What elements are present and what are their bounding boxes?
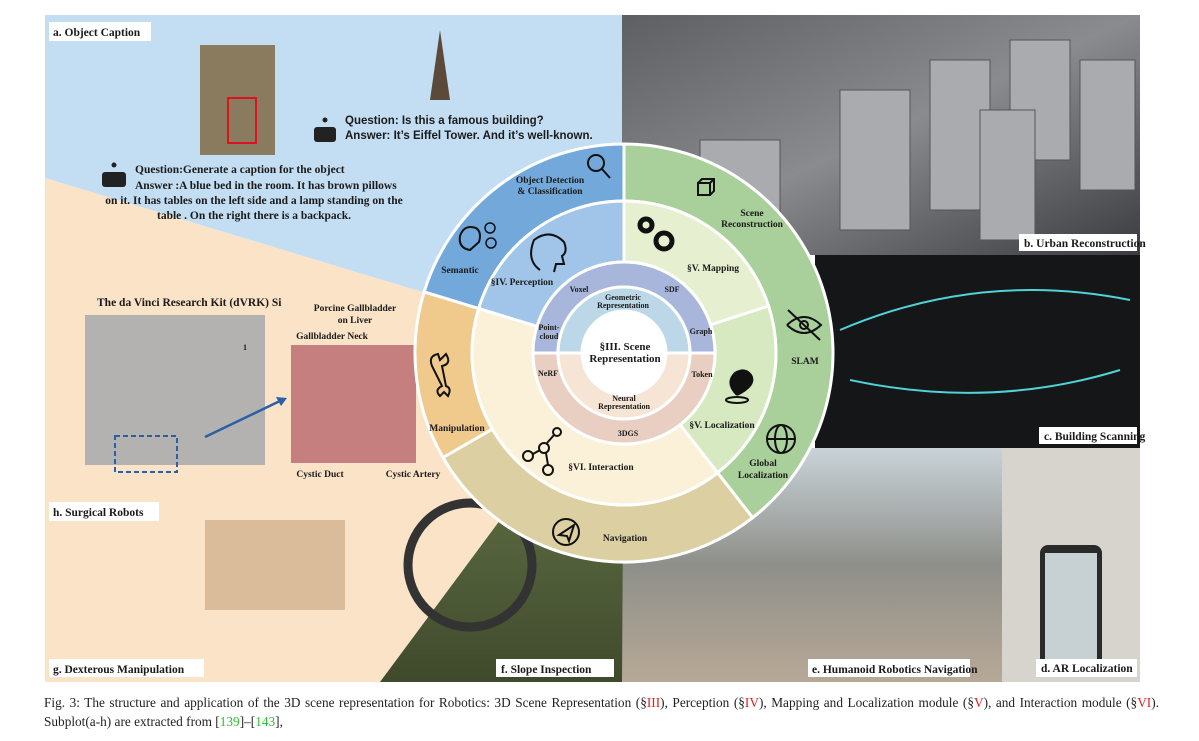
panel-g-label: g. Dexterous Manipulation	[53, 664, 185, 676]
citation-link[interactable]: 139	[219, 714, 240, 729]
label-sdf: SDF	[664, 285, 679, 294]
label-slam: SLAM	[791, 357, 818, 367]
caption-text: ), and Interaction module (§	[983, 695, 1138, 710]
label-scene-reconstruction-2: Reconstruction	[721, 220, 783, 230]
caption-text: ), Mapping and Localization module (§	[758, 695, 974, 710]
drone-guard	[403, 498, 537, 632]
surgical-robot-image	[85, 315, 265, 465]
label-box-f	[496, 659, 614, 677]
head-speech-icon	[458, 222, 497, 252]
eiffel-tower-image	[430, 30, 450, 100]
label-3dgs: 3DGS	[618, 429, 639, 438]
robot-arm-marker: 1	[243, 343, 247, 352]
ref-section[interactable]: VI	[1137, 695, 1152, 710]
scan-trajectory	[839, 289, 1131, 394]
label-graph: Graph	[690, 327, 713, 336]
globe-icon	[766, 424, 796, 454]
figure-caption: Fig. 3: The structure and application of…	[44, 693, 1159, 731]
gallbladder-photo	[291, 345, 416, 463]
label-box-h	[49, 502, 159, 521]
label-manipulation: Manipulation	[429, 424, 485, 434]
caption-text: ). Subplot(a-h) are extracted from [	[44, 695, 1159, 729]
phone-screen	[1045, 553, 1097, 661]
label-geometric: Geometric	[605, 293, 641, 302]
label-neural: Neural	[612, 394, 636, 403]
panel-b-label: b. Urban Reconstruction	[1024, 238, 1146, 250]
label-localization: §V. Localization	[689, 421, 755, 431]
panel-c-photo	[815, 255, 1140, 448]
panel-a-label: a. Object Caption	[53, 27, 141, 39]
magnifier-icon	[587, 154, 611, 179]
eye-icon	[786, 309, 823, 341]
brain-head-icon	[530, 233, 567, 273]
caption-text: ), Perception (§	[660, 695, 745, 710]
label-geometric-2: Representation	[597, 301, 649, 310]
porcine-label: Porcine Gallbladder	[314, 304, 397, 314]
arrow-head	[276, 397, 287, 406]
caption-answer-2: on it. It has tables on the left side an…	[105, 195, 402, 207]
label-object-detection-2: & Classification	[517, 187, 583, 197]
eiffel-answer: Answer: It’s Eiffel Tower. And it’s well…	[345, 130, 593, 142]
label-voxel: Voxel	[570, 285, 590, 294]
label-nerf: NeRF	[538, 369, 558, 378]
caption-text: ]–[	[239, 714, 256, 729]
gears-icon	[637, 216, 675, 252]
navigation-arrow-icon	[552, 518, 580, 546]
label-object-detection: Object Detection	[516, 176, 585, 186]
label-navigation: Navigation	[603, 534, 648, 544]
cystic-artery-label: Cystic Artery	[386, 470, 441, 480]
label-scene-reconstruction: Scene	[740, 209, 763, 219]
label-token: Token	[691, 370, 713, 379]
label-global-localization: Global	[749, 459, 777, 469]
porcine-label-2: on Liver	[338, 316, 373, 326]
label-interaction: §VI. Interaction	[568, 463, 634, 473]
label-box-g	[49, 659, 204, 677]
panel-c-label: c. Building Scanning	[1044, 431, 1146, 443]
caption-text: Fig. 3: The structure and application of…	[44, 695, 647, 710]
label-mapping: §V. Mapping	[687, 264, 739, 274]
highlight-box	[114, 435, 178, 473]
caption-box	[227, 97, 257, 144]
robot-icon	[102, 117, 336, 187]
room-scan-image	[200, 45, 275, 155]
ref-section[interactable]: IV	[744, 695, 759, 710]
panel-d-label: d. AR Localization	[1041, 663, 1133, 675]
ref-section[interactable]: V	[973, 695, 984, 710]
panel-f-label: f. Slope Inspection	[501, 664, 592, 676]
label-perception: §IV. Perception	[491, 278, 554, 288]
label-pointcloud-2: cloud	[540, 332, 559, 341]
caption-text: ],	[275, 714, 283, 729]
label-neural-2: Representation	[598, 402, 650, 411]
label-box-d	[1036, 659, 1137, 677]
cystic-duct-label: Cystic Duct	[296, 470, 344, 480]
arrow	[204, 398, 283, 439]
panel-h-label: h. Surgical Robots	[53, 507, 144, 519]
caption-answer-1: Answer :A blue bed in the room. It has b…	[135, 180, 397, 192]
panel-e-label: e. Humanoid Robotics Navigation	[812, 664, 978, 676]
label-pointcloud: Point-	[539, 323, 560, 332]
caption-answer-3: table . On the right there is a backpack…	[157, 210, 351, 222]
dvrk-label: The da Vinci Research Kit (dVRK) Si	[97, 297, 282, 309]
wrench-icon	[429, 352, 451, 398]
center-title-2: Representation	[589, 353, 660, 365]
location-pin-icon	[725, 369, 754, 404]
center-circle	[582, 311, 666, 395]
center-title: §III. Scene	[600, 341, 651, 353]
label-global-localization-2: Localization	[738, 471, 789, 481]
citation-link[interactable]: 143	[255, 714, 276, 729]
label-box-b	[1019, 234, 1137, 251]
figure: Object Detection & Classification Semant…	[45, 15, 1146, 682]
label-box-c	[1039, 427, 1137, 444]
label-semantic: Semantic	[441, 266, 478, 276]
molecule-icon	[522, 427, 562, 476]
label-box-a	[49, 22, 151, 41]
ref-section[interactable]: III	[646, 695, 661, 710]
manipulation-image	[205, 520, 345, 610]
eiffel-question: Question: Is this a famous building?	[345, 115, 544, 127]
caption-question: Question:Generate a caption for the obje…	[135, 164, 345, 176]
gallbladder-neck-label: Gallbladder Neck	[296, 332, 369, 342]
label-box-e	[808, 659, 970, 677]
cube-icon	[697, 178, 715, 196]
